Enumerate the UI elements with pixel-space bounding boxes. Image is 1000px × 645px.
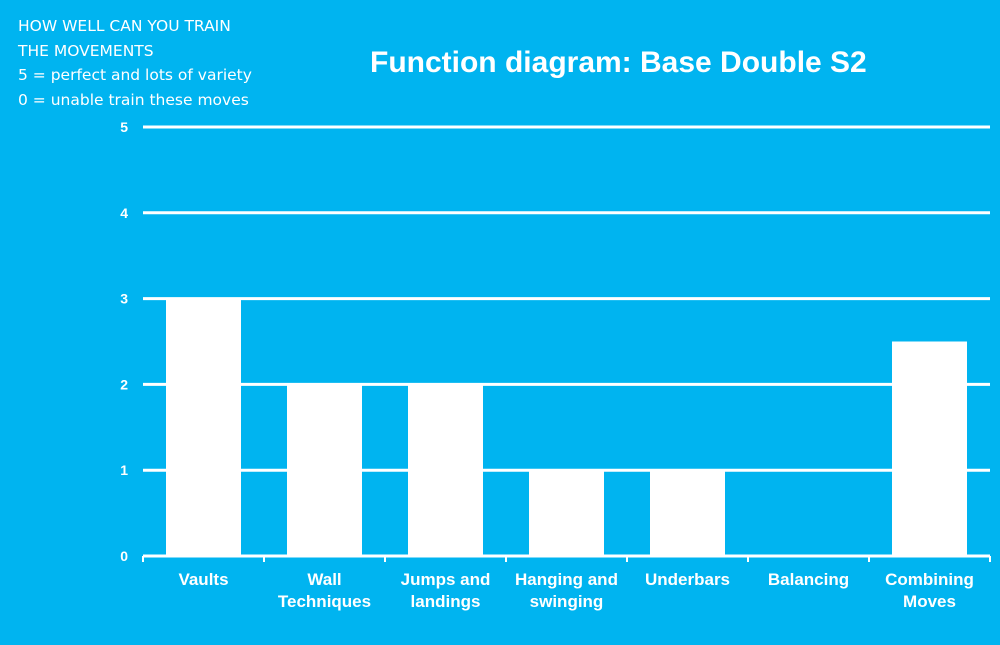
scale-note-line: HOW WELL CAN YOU TRAIN xyxy=(18,17,231,35)
scale-note-line: THE MOVEMENTS xyxy=(18,41,154,60)
y-tick-label: 1 xyxy=(120,462,128,478)
bar xyxy=(892,341,967,556)
x-category-label: Underbars xyxy=(645,570,730,589)
y-tick-label: 2 xyxy=(120,376,128,392)
bar xyxy=(650,470,725,556)
bar xyxy=(287,384,362,556)
bar xyxy=(166,298,241,556)
y-tick-label: 3 xyxy=(120,291,128,307)
scale-note-line: 5 = perfect and lots of variety xyxy=(18,66,252,84)
bar xyxy=(529,470,604,556)
y-tick-label: 0 xyxy=(120,548,128,564)
y-tick-label: 5 xyxy=(120,119,128,135)
x-category-label: Vaults xyxy=(178,570,228,589)
chart-title: Function diagram: Base Double S2 xyxy=(370,46,867,79)
y-tick-label: 4 xyxy=(120,205,128,221)
x-category-label: Balancing xyxy=(768,570,849,589)
scale-note: HOW WELL CAN YOU TRAIN THE MOVEMENTS 5 =… xyxy=(18,14,252,112)
scale-note-line: 0 = unable train these moves xyxy=(18,90,249,109)
bar xyxy=(408,384,483,556)
